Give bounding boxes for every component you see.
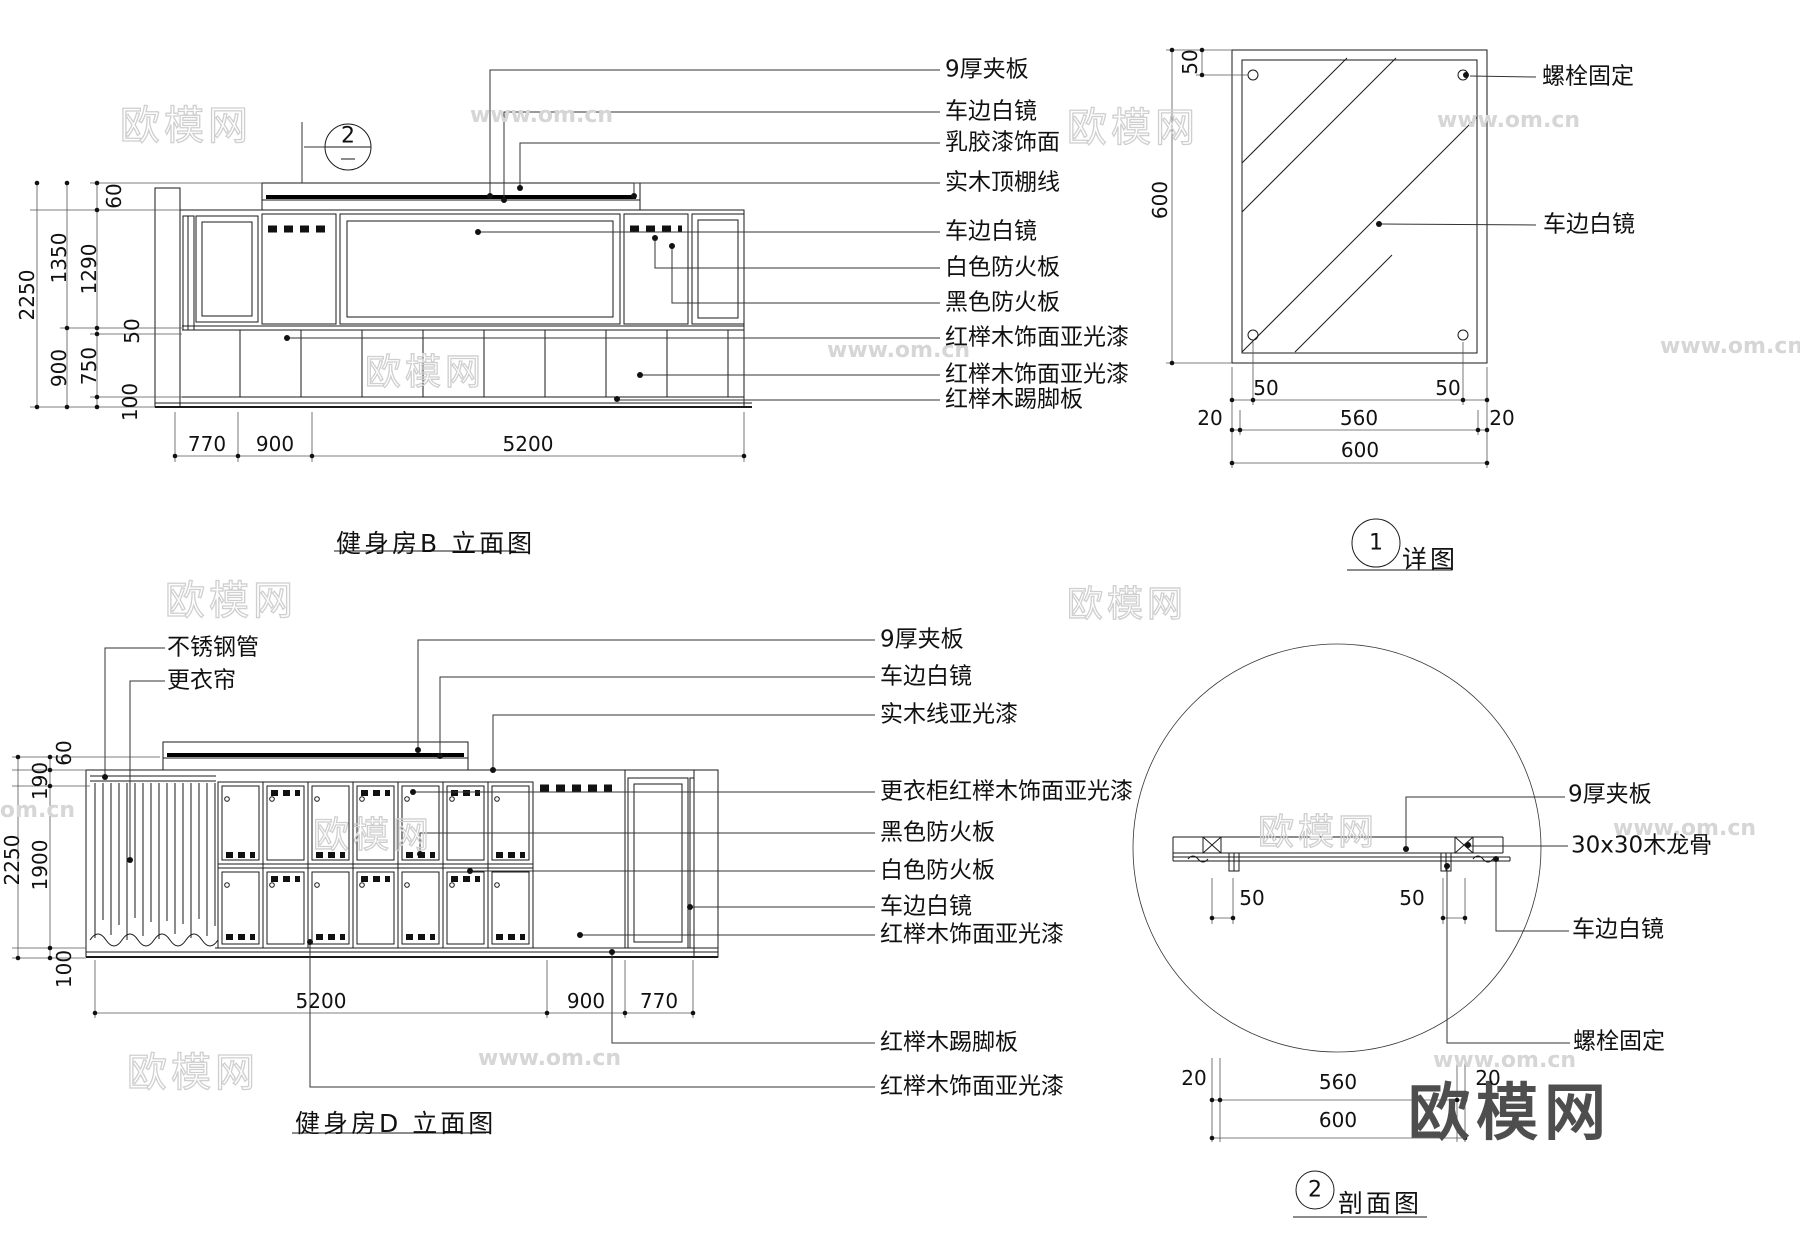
dim-label: 20 <box>1197 406 1223 430</box>
material-label: 车边白镜 <box>880 893 972 920</box>
material-label: 更衣柜红榉木饰面亚光漆 <box>880 778 1133 805</box>
watermark-brand: 欧模网 <box>1066 104 1199 151</box>
material-label: 30x30木龙骨 <box>1571 832 1713 859</box>
material-label: 9厚夹板 <box>1568 781 1652 808</box>
watermark-url: www.om.cn <box>827 338 971 363</box>
dim-label: 600 <box>1148 180 1172 220</box>
dim-label: 750 <box>77 346 101 386</box>
dim-label: 900 <box>566 989 606 1013</box>
dim-label: 100 <box>118 382 142 422</box>
material-label: 黑色防火板 <box>945 289 1060 316</box>
watermark-brand-large: 欧模网 <box>1408 1076 1613 1149</box>
watermark-brand: 欧模网 <box>119 102 252 149</box>
section-ref-bubble-label: 2 <box>341 123 355 149</box>
dim-label: 50 <box>1253 376 1279 400</box>
material-label: 乳胶漆饰面 <box>945 129 1060 156</box>
detail-title: 详图 <box>1402 545 1459 574</box>
material-label: 车边白镜 <box>880 663 972 690</box>
material-label: 9厚夹板 <box>880 626 964 653</box>
dim-label: 1900 <box>28 839 52 891</box>
dim-label: 20 <box>1489 406 1515 430</box>
dim-label: 190 <box>28 761 52 801</box>
elevation-b-title: 健身房B 立面图 <box>336 529 536 558</box>
material-label: 实木顶棚线 <box>945 169 1060 196</box>
watermark-url: www.om.cn <box>1660 334 1800 359</box>
material-label: 车边白镜 <box>1543 211 1635 238</box>
material-label: 白色防火板 <box>880 857 995 884</box>
watermark-brand: 欧模网 <box>312 814 434 856</box>
material-label: 红榉木饰面亚光漆 <box>945 324 1129 351</box>
dim-label: 900 <box>47 348 71 388</box>
material-label: 9厚夹板 <box>945 56 1029 83</box>
material-label: 螺栓固定 <box>1542 63 1634 90</box>
material-label: 车边白镜 <box>945 218 1037 245</box>
watermark-url: www.om.cn <box>1613 816 1757 841</box>
dim-label: 50 <box>1435 376 1461 400</box>
material-label: 白色防火板 <box>945 254 1060 281</box>
detail-ref-bubble-label: 1 <box>1369 530 1383 556</box>
watermark-brand: 欧模网 <box>1066 583 1188 625</box>
watermark-url: www.om.cn <box>1437 108 1581 133</box>
material-label: 红榉木饰面亚光漆 <box>880 921 1064 948</box>
dim-label: 560 <box>1318 1070 1358 1094</box>
dim-label: 60 <box>102 183 126 209</box>
dim-label: 1350 <box>47 232 71 284</box>
dim-label: 5200 <box>502 432 554 456</box>
material-label: 黑色防火板 <box>880 819 995 846</box>
watermark-url: www.om.cn <box>0 798 76 823</box>
dim-label: 2250 <box>15 269 39 321</box>
dim-label: 50 <box>1178 49 1202 75</box>
material-label: 实木线亚光漆 <box>880 701 1018 728</box>
watermark-brand: 欧模网 <box>164 577 297 624</box>
dim-label: 100 <box>52 949 76 989</box>
watermark-url: www.om.cn <box>478 1046 622 1071</box>
fixture-label: 不锈钢管 <box>167 634 259 661</box>
dim-label: 2250 <box>0 834 24 886</box>
watermark-brand: 欧模网 <box>364 351 486 393</box>
section-ref-bubble-label: 2 <box>1308 1177 1322 1203</box>
dim-label: 20 <box>1181 1066 1207 1090</box>
watermark-url: www.om.cn <box>1433 1048 1577 1073</box>
fixture-label: 更衣帘 <box>167 667 236 694</box>
dim-label: 770 <box>639 989 679 1013</box>
material-label: 车边白镜 <box>945 98 1037 125</box>
dim-label: 900 <box>255 432 295 456</box>
material-label: 红榉木饰面亚光漆 <box>880 1073 1064 1100</box>
section-title: 剖面图 <box>1338 1189 1423 1218</box>
watermark-brand: 欧模网 <box>1257 811 1379 853</box>
dim-label: 600 <box>1318 1108 1358 1132</box>
dim-label: 50 <box>1399 886 1425 910</box>
material-label: 红榉木饰面亚光漆 <box>945 361 1129 388</box>
dim-label: 5200 <box>295 989 347 1013</box>
dim-label: 50 <box>120 318 144 344</box>
elevation-d-drawing <box>12 639 875 1134</box>
dim-label: 1290 <box>77 243 101 295</box>
section-2-drawing <box>1132 643 1570 1218</box>
material-label: 螺栓固定 <box>1573 1028 1665 1055</box>
elevation-d-title: 健身房D 立面图 <box>295 1109 497 1138</box>
dim-label: 600 <box>1340 438 1380 462</box>
material-label: 红榉木踢脚板 <box>945 386 1083 413</box>
dim-label: 770 <box>187 432 227 456</box>
dim-label: 50 <box>1239 886 1265 910</box>
watermark-url: www.om.cn <box>470 103 614 128</box>
material-label: 车边白镜 <box>1572 916 1664 943</box>
material-label: 红榉木踢脚板 <box>880 1029 1018 1056</box>
dim-label: 60 <box>52 740 76 766</box>
elevation-b-drawing <box>30 69 940 552</box>
dim-label: 560 <box>1339 406 1379 430</box>
detail-1-drawing <box>1166 47 1537 571</box>
dim-label: 20 <box>1475 1066 1501 1090</box>
watermark-brand: 欧模网 <box>126 1049 259 1096</box>
